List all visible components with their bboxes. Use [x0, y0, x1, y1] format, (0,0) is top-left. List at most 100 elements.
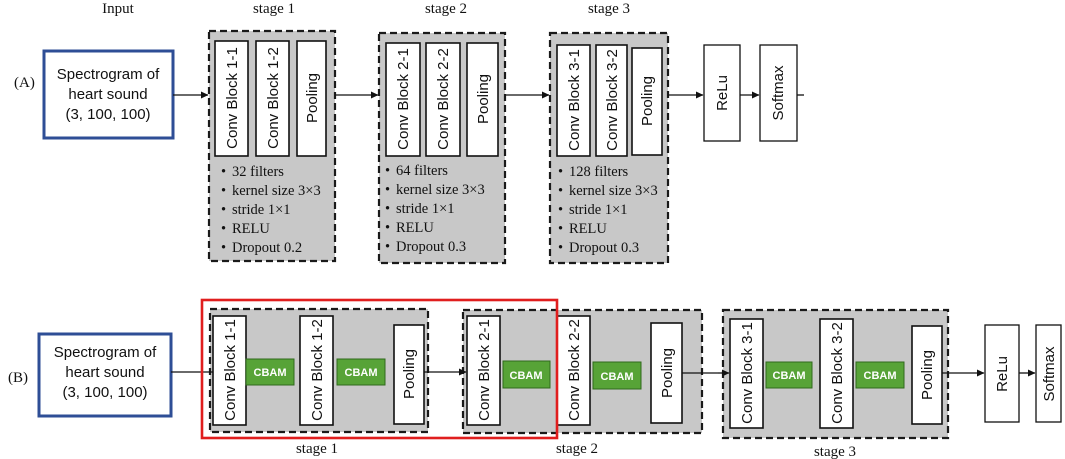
conv-block-2-2-label: Conv Block 2-2 — [435, 48, 452, 150]
input-box-a — [42, 49, 175, 140]
conv-block-1-2-b — [299, 315, 334, 426]
param-bullet: • — [221, 164, 226, 180]
cbam-label: CBAM — [345, 367, 378, 379]
conv-block-2-2-a — [425, 42, 461, 157]
param-bullet: • — [385, 201, 390, 217]
panel-a-tag: (A) — [14, 75, 35, 91]
input-line-3: (3, 100, 100) — [65, 106, 150, 123]
cbam-label: CBAM — [601, 371, 634, 383]
input-line-2-b: heart sound — [65, 364, 144, 381]
cbam-label: CBAM — [773, 370, 806, 382]
conv-block-3-1-label-b: Conv Block 3-1 — [739, 322, 756, 424]
softmax-label-a: Softmax — [770, 65, 787, 121]
conv-block-1-1-label: Conv Block 1-1 — [224, 47, 241, 149]
param-bullet: • — [385, 182, 390, 198]
conv-block-2-1-b — [466, 315, 501, 426]
cbam-label: CBAM — [510, 370, 543, 382]
pooling-1-label: Pooling — [304, 73, 321, 123]
stage-1-param-2: kernel size 3×3 — [232, 183, 321, 199]
conv-block-1-2-label: Conv Block 1-2 — [265, 47, 282, 149]
pooling-3-label-b: Pooling — [919, 350, 936, 400]
conv-block-1-2-label-b: Conv Block 1-2 — [309, 319, 326, 421]
stage-3-param-4: RELU — [569, 221, 607, 237]
stage-3-title-b: stage 3 — [814, 444, 856, 459]
conv-block-1-2-a — [255, 40, 290, 157]
stage-2-title-a: stage 2 — [425, 1, 467, 17]
relu-label-b: ReLu — [994, 356, 1011, 392]
pooling-3-b — [911, 325, 943, 425]
cbam-label: CBAM — [864, 370, 897, 382]
stage-3-param-1: 128 filters — [569, 164, 629, 180]
panel-a: (A) Input Spectrogram of heart sound (3,… — [14, 1, 804, 265]
stage-2-param-4: RELU — [396, 220, 434, 236]
cbam-2-1 — [502, 360, 551, 389]
stage-1-title-a: stage 1 — [253, 1, 295, 17]
stage-2-param-5: Dropout 0.3 — [396, 239, 466, 255]
highlight-box — [200, 298, 559, 440]
param-bullet: • — [385, 239, 390, 255]
pooling-3-a — [631, 47, 663, 156]
cbam-3-1 — [765, 361, 813, 389]
pooling-2-a — [466, 42, 499, 157]
relu-box-b — [984, 324, 1020, 423]
input-box-b — [37, 332, 173, 418]
param-bullet: • — [385, 163, 390, 179]
panel-b: (B) Spectrogram of heart sound (3, 100, … — [8, 298, 1062, 459]
softmax-box-a — [759, 44, 798, 142]
softmax-box-b — [1035, 324, 1062, 423]
stage-1-params: • 32 filters • kernel size 3×3 • stride 1×1… — [221, 164, 321, 256]
stage-1-param-5: Dropout 0.2 — [232, 240, 302, 256]
conv-block-2-2-b — [556, 315, 591, 426]
pooling-2-b — [650, 322, 683, 424]
cbam-1-2 — [336, 358, 386, 386]
param-bullet: • — [558, 221, 563, 237]
pooling-2-label-b: Pooling — [659, 348, 676, 398]
cbam-label: CBAM — [254, 367, 287, 379]
input-line-1-b: Spectrogram of — [54, 344, 157, 361]
pooling-1-b — [393, 324, 425, 425]
conv-block-3-1-a — [556, 44, 591, 157]
conv-block-3-1-b — [729, 318, 764, 429]
param-bullet: • — [221, 221, 226, 237]
conv-block-2-1-a — [385, 42, 421, 157]
pooling-1-label-b: Pooling — [401, 349, 418, 399]
pooling-1-a — [296, 40, 327, 157]
relu-label-a: ReLu — [714, 75, 731, 111]
input-line-3-b: (3, 100, 100) — [62, 384, 147, 401]
conv-block-2-2-label-b: Conv Block 2-2 — [566, 319, 583, 421]
panel-b-tag: (B) — [8, 370, 28, 386]
stage-1-title-b: stage 1 — [296, 441, 338, 457]
param-bullet: • — [558, 183, 563, 199]
param-bullet: • — [558, 202, 563, 218]
conv-block-1-1-label-b: Conv Block 1-1 — [222, 319, 239, 421]
stage-2-params: • 64 filters • kernel size 3×3 • stride 1×1… — [385, 163, 485, 255]
input-line-1: Spectrogram of — [57, 66, 160, 83]
param-bullet: • — [558, 240, 563, 256]
conv-block-2-1-label: Conv Block 2-1 — [395, 48, 412, 150]
stage-3-param-5: Dropout 0.3 — [569, 240, 639, 256]
stage-2-param-1: 64 filters — [396, 163, 448, 179]
stage-1-param-4: RELU — [232, 221, 270, 237]
param-bullet: • — [221, 202, 226, 218]
conv-block-3-2-a — [595, 44, 628, 157]
relu-box-a — [703, 44, 741, 142]
pooling-2-label: Pooling — [475, 74, 492, 124]
cbam-1-1 — [245, 358, 295, 386]
input-line-2: heart sound — [68, 86, 147, 103]
stage-3-params: •128 filters •kernel size 3×3 •stride 1×… — [558, 164, 658, 256]
param-bullet: • — [385, 220, 390, 236]
stage-1-param-1: 32 filters — [232, 164, 284, 180]
param-bullet: • — [558, 164, 563, 180]
conv-block-3-1-label: Conv Block 3-1 — [566, 49, 583, 151]
stage-2-param-2: kernel size 3×3 — [396, 182, 485, 198]
conv-block-2-1-label-b: Conv Block 2-1 — [476, 319, 493, 421]
conv-block-3-2-label: Conv Block 3-2 — [604, 49, 621, 151]
stage-1-param-3: stride 1×1 — [232, 202, 291, 218]
param-bullet: • — [221, 183, 226, 199]
conv-block-3-2-label-b: Conv Block 3-2 — [829, 322, 846, 424]
stage-2-param-3: stride 1×1 — [396, 201, 455, 217]
pooling-3-label: Pooling — [639, 76, 656, 126]
input-header: Input — [102, 1, 134, 17]
conv-block-3-2-b — [819, 318, 854, 429]
